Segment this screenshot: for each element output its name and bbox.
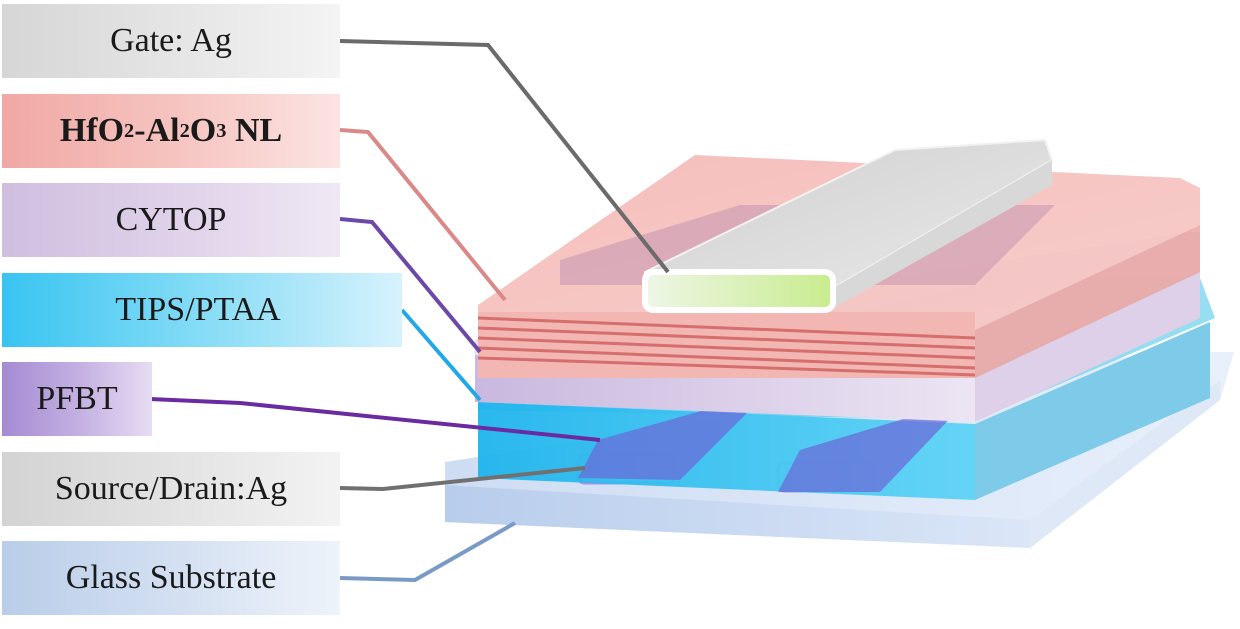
gate-ag-electrode [642,138,1054,313]
label-nl-part2: -Al [134,112,180,149]
label-source-drain-ag: Source/Drain:Ag [2,452,340,526]
leader-pfbt [149,397,601,442]
leader-lines [149,39,670,583]
leader-gate [339,39,670,274]
leader-sd [339,466,586,492]
label-nl-part4: NL [226,112,283,149]
label-glass-substrate: Glass Substrate [2,541,340,615]
leader-cytop [339,217,482,354]
label-pfbt: PFBT [2,362,152,436]
label-cytop: CYTOP [2,183,340,257]
label-nl-part1: HfO [59,112,125,149]
label-nl-part3: O [189,112,217,149]
leader-tips [400,308,482,402]
label-tips-ptaa: TIPS/PTAA [2,273,402,347]
leader-nl [339,128,507,302]
leader-glass [339,521,516,583]
label-tips-ptaa-text: TIPS/PTAA [115,291,281,328]
label-gate-ag: Gate: Ag [2,4,340,78]
